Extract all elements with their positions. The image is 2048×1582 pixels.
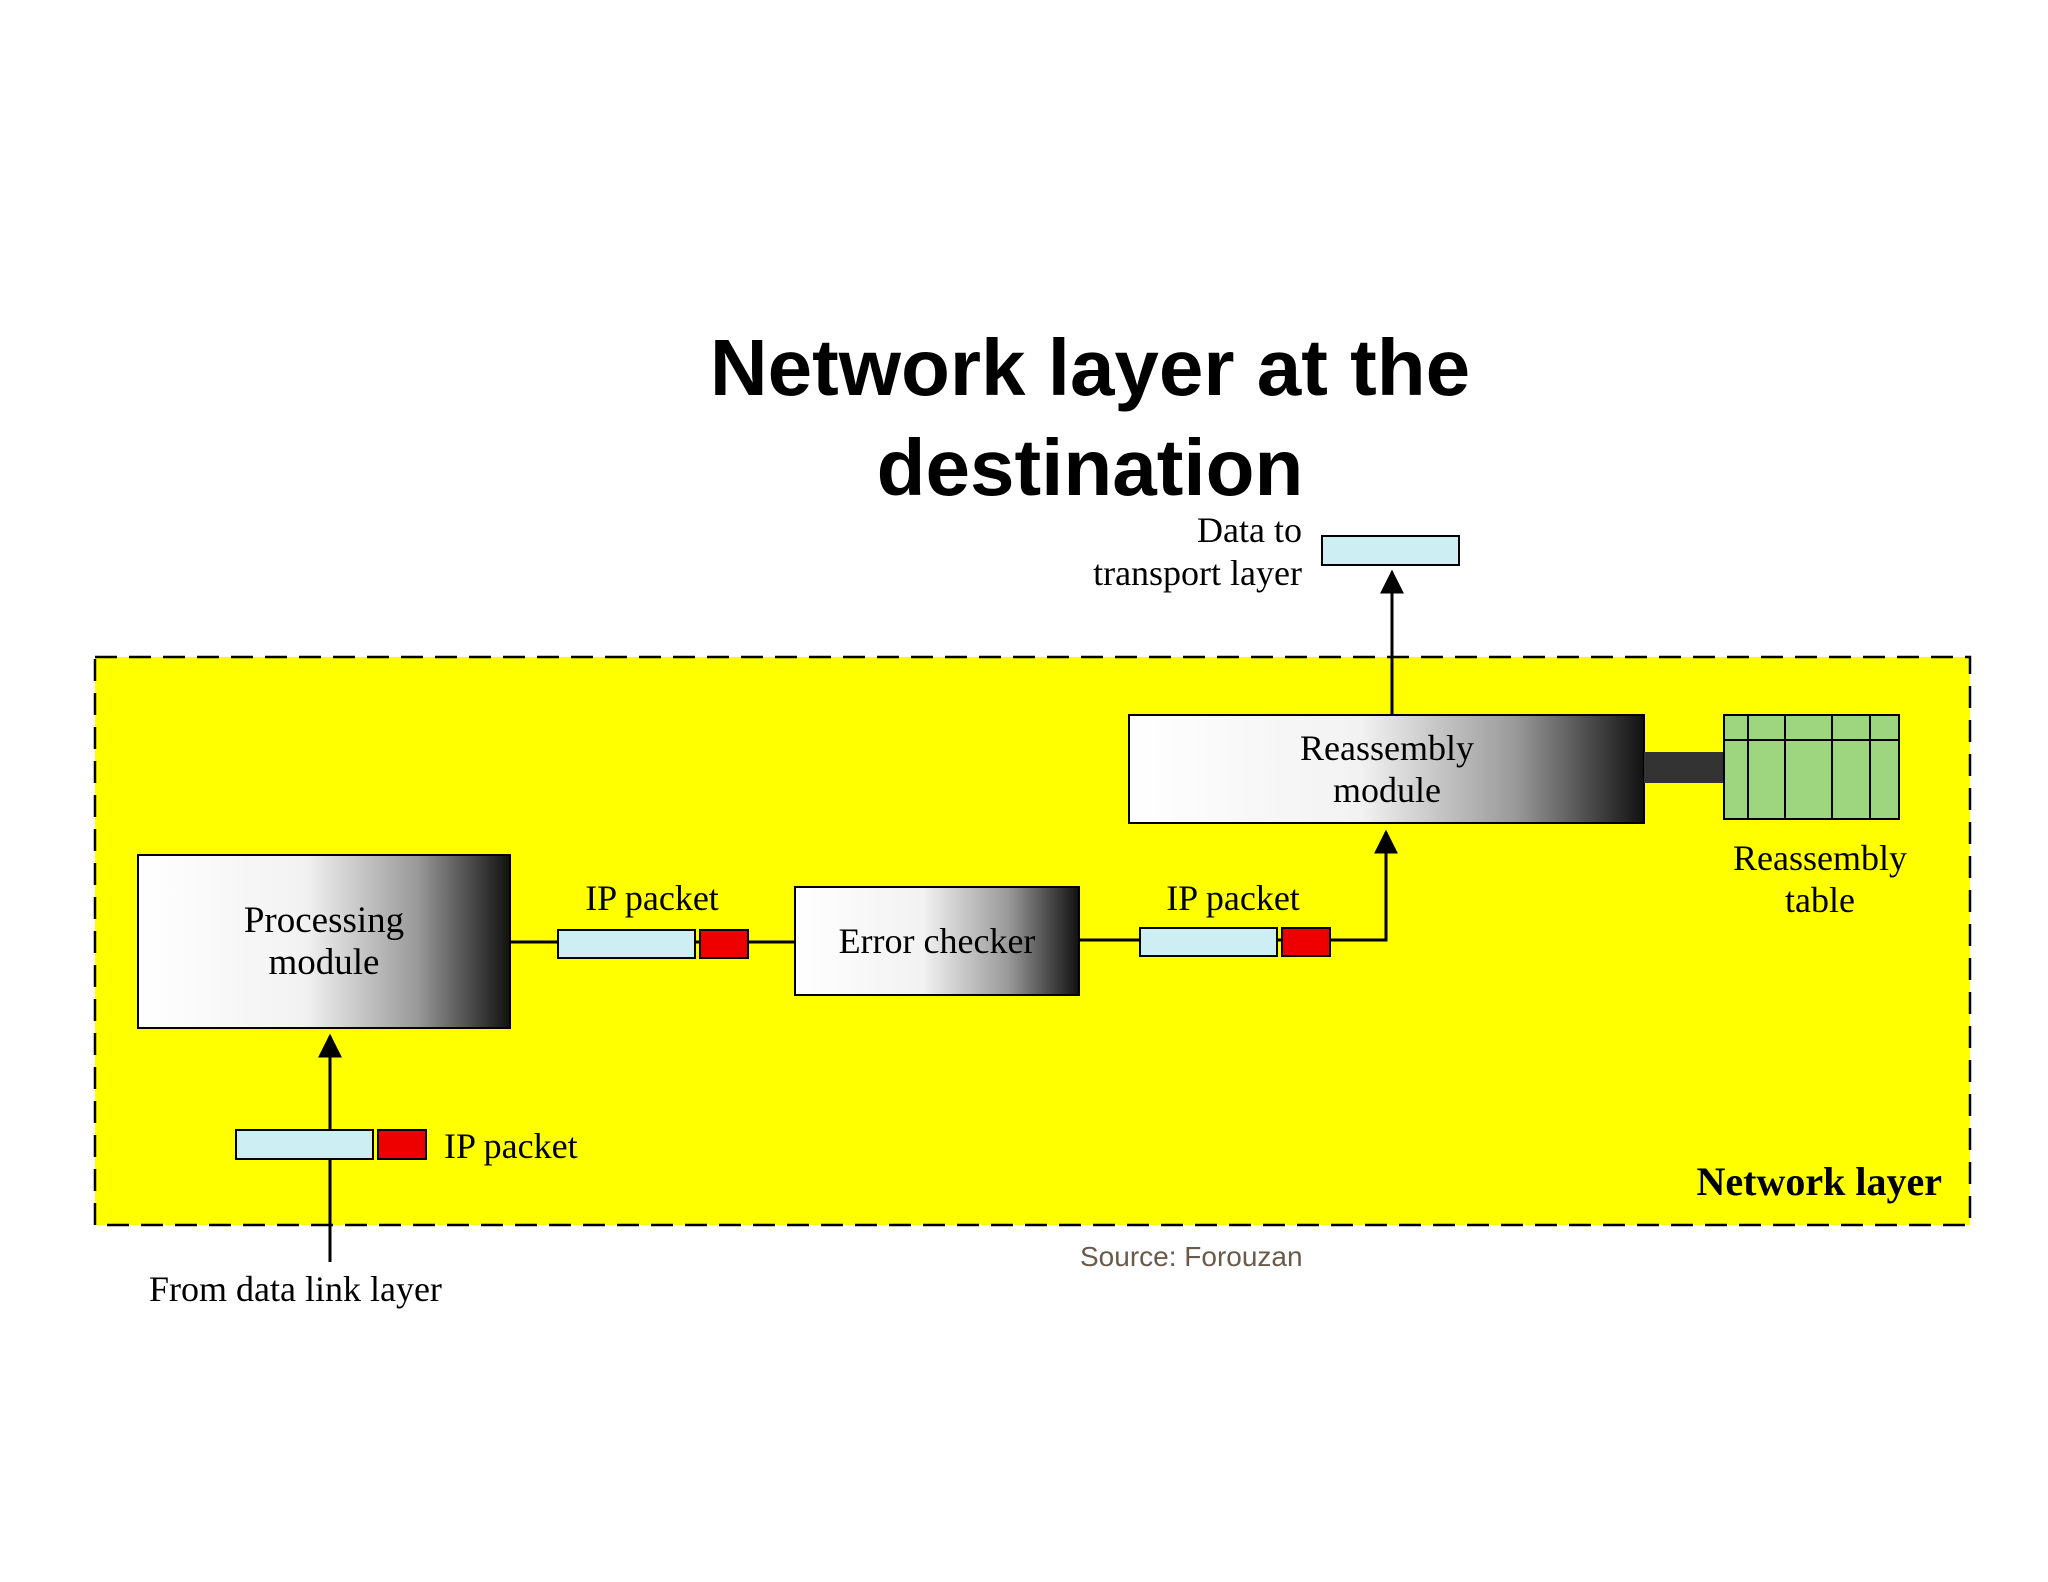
ip-packet-3-header xyxy=(377,1129,427,1160)
transport-data-block xyxy=(1321,535,1460,566)
ip-packet-2-label: IP packet xyxy=(1166,878,1300,918)
error-checker-box xyxy=(794,886,1080,996)
ip-packet-1-body xyxy=(557,929,696,959)
ip-packet-3-label: IP packet xyxy=(444,1126,578,1166)
data-to-label-2: transport layer xyxy=(1093,553,1302,593)
reassembly-table-label-2: table xyxy=(1785,880,1855,920)
source-label: Source: Forouzan xyxy=(1080,1241,1303,1272)
processing-module-box xyxy=(137,854,511,1029)
reassembly-table-label-1: Reassembly xyxy=(1733,838,1907,878)
ip-packet-2-body xyxy=(1139,927,1278,957)
title-line-1: Network layer at the xyxy=(709,323,1471,412)
from-data-link-label: From data link layer xyxy=(149,1269,442,1309)
network-layer-label: Network layer xyxy=(1697,1159,1942,1204)
error-checker-label: Error checker xyxy=(839,921,1036,961)
table-connector xyxy=(1644,752,1724,783)
reassembly-table xyxy=(1723,714,1900,820)
processing-module-label-1: Processing xyxy=(244,900,404,941)
ip-packet-2-header xyxy=(1281,927,1331,957)
page-title: Network layer at the destination xyxy=(0,318,2048,518)
reassembly-module-label-2: module xyxy=(1333,770,1441,810)
ip-packet-1-label: IP packet xyxy=(585,878,719,918)
processing-module-label-2: module xyxy=(269,942,380,983)
title-line-2: destination xyxy=(876,423,1304,512)
ip-packet-3-body xyxy=(235,1129,374,1160)
data-to-label-1: Data to xyxy=(1197,510,1302,550)
reassembly-module-box xyxy=(1128,714,1645,824)
ip-packet-1-header xyxy=(699,929,749,959)
reassembly-module-label-1: Reassembly xyxy=(1300,728,1474,768)
